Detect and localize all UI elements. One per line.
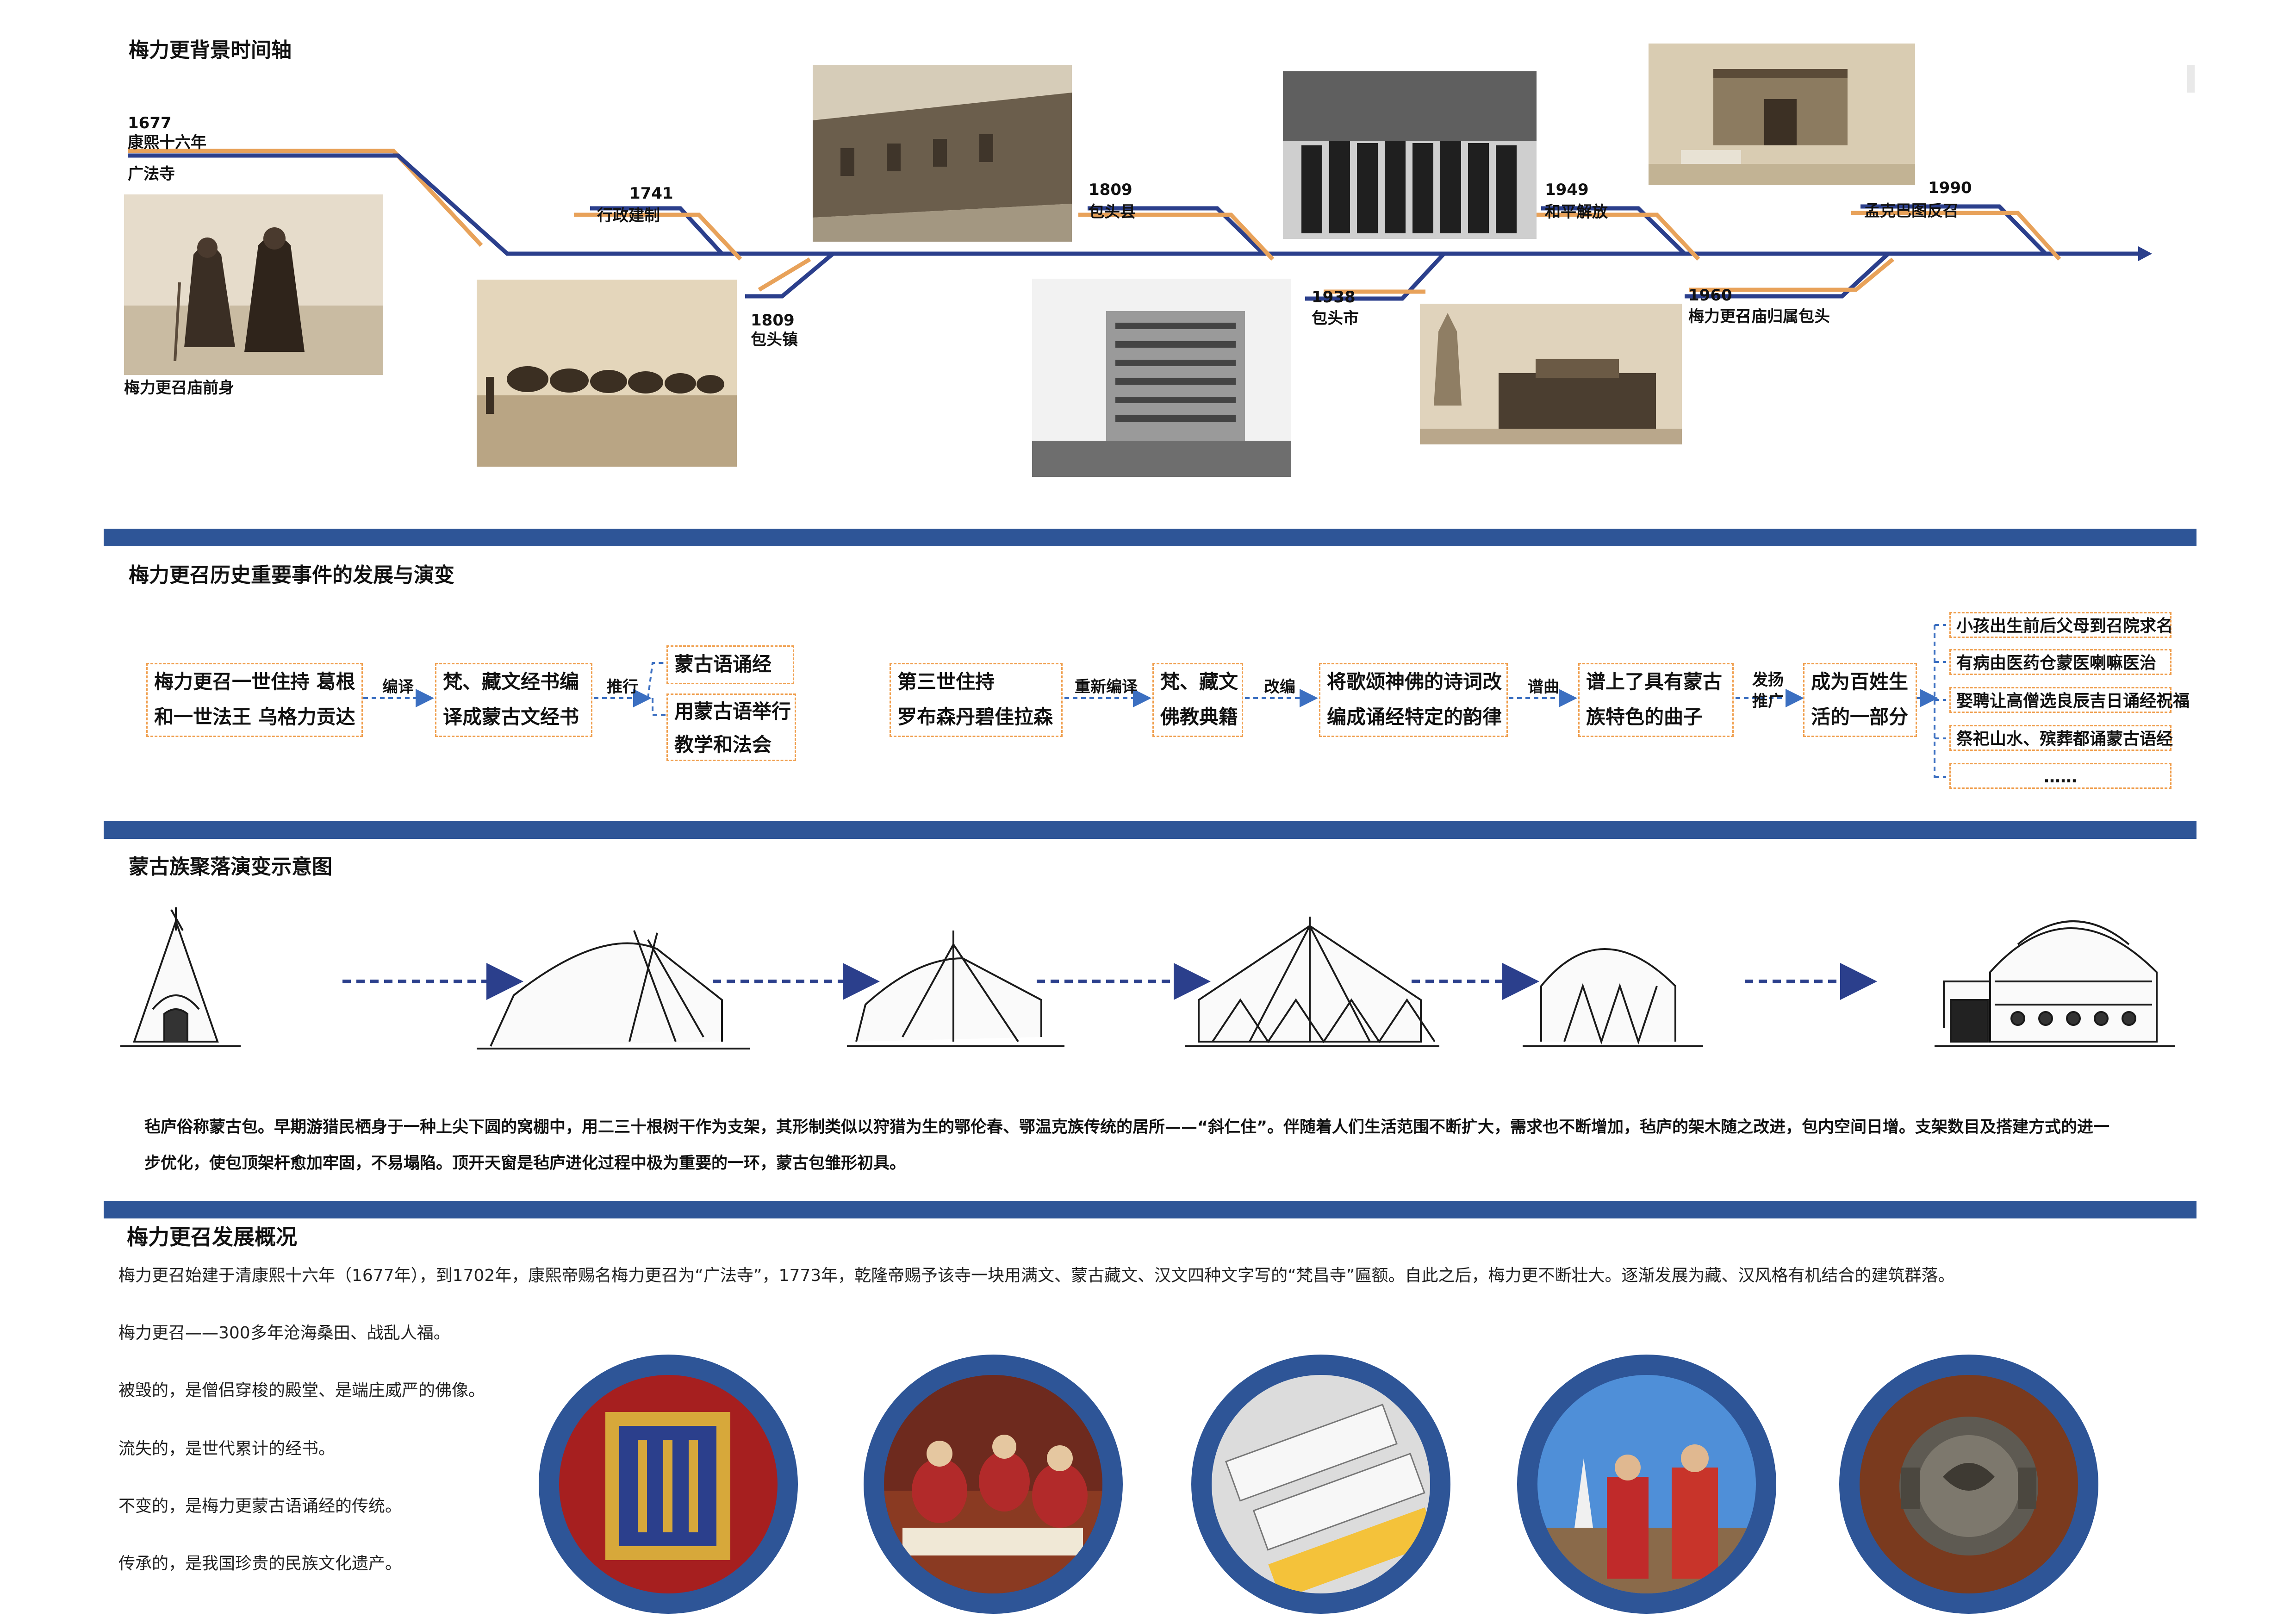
event-box-third-abbot: 第三世住持 罗布森丹碧佳拉森 [890,663,1063,737]
timeline-year-1809a: 1809 [751,311,795,330]
events-arrows [363,624,1946,778]
settlement-description-line2: 步优化，使包顶架杆愈加牢固，不易塌陷。顶开天窗是毡庐进化过程中极为重要的一环，蒙… [144,1154,906,1173]
event-list-item-etc: …… [1949,763,2172,789]
section-divider-2 [104,821,2196,839]
event-box-buddhist-texts-line2: 佛教典籍 [1160,706,1238,728]
timeline-label-1938: 包头市 [1312,309,1359,328]
photo-officials-group [1283,71,1537,239]
event-box-mongolian-tunes-line2: 族特色的曲子 [1586,706,1703,728]
conn-compile: 编译 [382,678,414,696]
yurt-stage-3-icon [847,931,1064,1047]
yurt-stage-4-icon [1185,917,1439,1047]
event-list-item-naming: 小孩出生前后父母到召院求名 [1949,612,2173,638]
event-list-item-medicine: 有病由医药仓蒙医喇嘛医治 [1949,649,2172,675]
event-box-first-abbots-line1: 梅力更召一世住持 葛根 [154,670,355,693]
conn-compose: 谱曲 [1528,678,1559,696]
yurt-stage-1-icon [120,907,241,1047]
settlement-description-line1: 毡庐俗称蒙古包。早期游猎民栖身于一种上尖下圆的窝棚中，用二三十根树干作为支架，其… [144,1118,2110,1137]
development-title: 梅力更召发展概况 [127,1224,297,1249]
conn-promote: 推行 [607,678,638,696]
conn-recompile: 重新编译 [1075,678,1138,696]
timeline-title: 梅力更背景时间轴 [129,38,292,62]
timeline-axis [128,149,2152,301]
development-line-lost: 流失的，是世代累计的经书。 [118,1439,336,1458]
timeline-label-1960: 梅力更召庙归属包头 [1688,307,1830,326]
timeline-year-1960: 1960 [1688,286,1732,305]
photo-temple-gate [1649,44,1915,185]
event-box-buddhist-texts: 梵、藏文 佛教典籍 [1152,663,1243,737]
development-line-history: 梅力更召始建于清康熙十六年（1677年），到1702年，康熙帝赐名梅力更召为“广… [118,1266,1955,1285]
timeline-year-1938: 1938 [1312,288,1356,306]
photo-modern-building [1032,279,1291,477]
timeline-start-name: 广法寺 [128,165,175,183]
event-box-translate-sutras-line2: 译成蒙古文经书 [443,706,579,728]
event-box-mongolian-teaching: 用蒙古语举行 教学和法会 [666,693,796,761]
event-box-daily-life-line1: 成为百姓生 [1811,670,1909,693]
development-line-heritage: 传承的，是我国珍贵的民族文化遗产。 [118,1554,402,1573]
event-list-item-rites: 祭祀山水、殡葬都诵蒙古语经 [1949,725,2173,751]
photo-old-street [813,65,1072,242]
conn-adapt: 改编 [1264,678,1295,696]
event-box-poetry-rhythm-line1: 将歌颂神佛的诗词改 [1327,670,1502,693]
event-box-first-abbots: 梅力更召一世住持 葛根 和一世法王 乌格力贡达 [146,663,363,737]
yurt-evolution-diagram [120,907,2175,1049]
timeline-label-1990: 孟克巴图反召 [1864,202,1959,220]
event-box-mongolian-tunes: 谱上了具有蒙古 族特色的曲子 [1578,663,1734,737]
timeline-label-1949: 和平解放 [1545,203,1608,221]
timeline-year-1949: 1949 [1545,181,1589,199]
development-line-vicissitudes: 梅力更召——300多年沧海桑田、战乱人福。 [118,1324,450,1343]
event-box-third-abbot-line1: 第三世住持 [897,670,995,693]
timeline-start-caption: 梅力更召庙前身 [124,379,234,397]
section-divider-1 [104,529,2196,546]
event-box-daily-life-line2: 活的一部分 [1811,706,1909,728]
circle-photo-two-monks [1517,1355,1776,1614]
circle-photo-scriptures [1191,1355,1450,1614]
event-box-translate-sutras-line1: 梵、藏文经书编 [443,670,579,693]
circle-photo-plaque [539,1355,798,1614]
event-box-mongolian-tunes-line1: 谱上了具有蒙古 [1586,670,1723,693]
photo-monks [124,194,383,375]
event-box-translate-sutras: 梵、藏文经书编 译成蒙古文经书 [435,663,592,737]
yurt-stage-6-icon [1935,920,2175,1047]
event-list-item-marriage: 娶聘让高僧选良辰吉日诵经祝福 [1949,687,2190,713]
development-line-unchanged: 不变的，是梅力更蒙古语诵经的传统。 [118,1497,402,1516]
section-divider-3 [104,1201,2196,1218]
event-box-third-abbot-line2: 罗布森丹碧佳拉森 [897,706,1053,728]
yurt-stage-2-icon [477,930,750,1049]
yurt-stage-5-icon [1523,948,1703,1047]
conn-spread-line1: 发扬 [1752,671,1784,689]
timeline-year-1809b: 1809 [1089,181,1132,199]
timeline-year-1990: 1990 [1928,179,1972,197]
events-title: 梅力更召历史重要事件的发展与演变 [129,563,454,587]
event-box-mongolian-teaching-line1: 用蒙古语举行 [674,700,791,723]
conn-spread-line2: 推广 [1752,692,1784,711]
event-box-poetry-rhythm-line2: 编成诵经特定的韵律 [1327,706,1502,728]
timeline-label-1809a: 包头镇 [751,331,798,349]
event-box-poetry-rhythm: 将歌颂神佛的诗词改 编成诵经特定的韵律 [1319,663,1508,737]
conn-spread: 发扬 推广 [1740,669,1796,712]
photo-camel-caravan [477,280,737,467]
timeline-start-year: 1677 [128,114,172,132]
timeline-year-1741: 1741 [629,184,673,203]
event-box-first-abbots-line2: 和一世法王 乌格力贡达 [154,706,355,728]
development-line-destroyed: 被毁的，是僧侣穿梭的殿堂、是端庄威严的佛像。 [118,1381,485,1400]
photo-temple-stupa [1420,304,1682,444]
event-box-daily-life: 成为百姓生 活的一部分 [1803,663,1917,737]
circle-photo-seal [1839,1355,2098,1614]
circle-photo-monks-reading [864,1355,1123,1614]
event-box-mongolian-teaching-line2: 教学和法会 [674,733,772,756]
settlement-description: 毡庐俗称蒙古包。早期游猎民栖身于一种上尖下圆的窝棚中，用二三十根树干作为支架，其… [144,1109,2181,1181]
decor-corner-mark [2187,65,2195,93]
timeline-start-era: 康熙十六年 [128,133,206,152]
timeline-label-1741: 行政建制 [597,206,660,225]
settlement-title: 蒙古族聚落演变示意图 [129,855,332,879]
event-box-mongolian-chanting: 蒙古语诵经 [666,645,794,684]
event-box-buddhist-texts-line1: 梵、藏文 [1160,670,1238,693]
timeline-label-1809b: 包头县 [1089,203,1136,221]
